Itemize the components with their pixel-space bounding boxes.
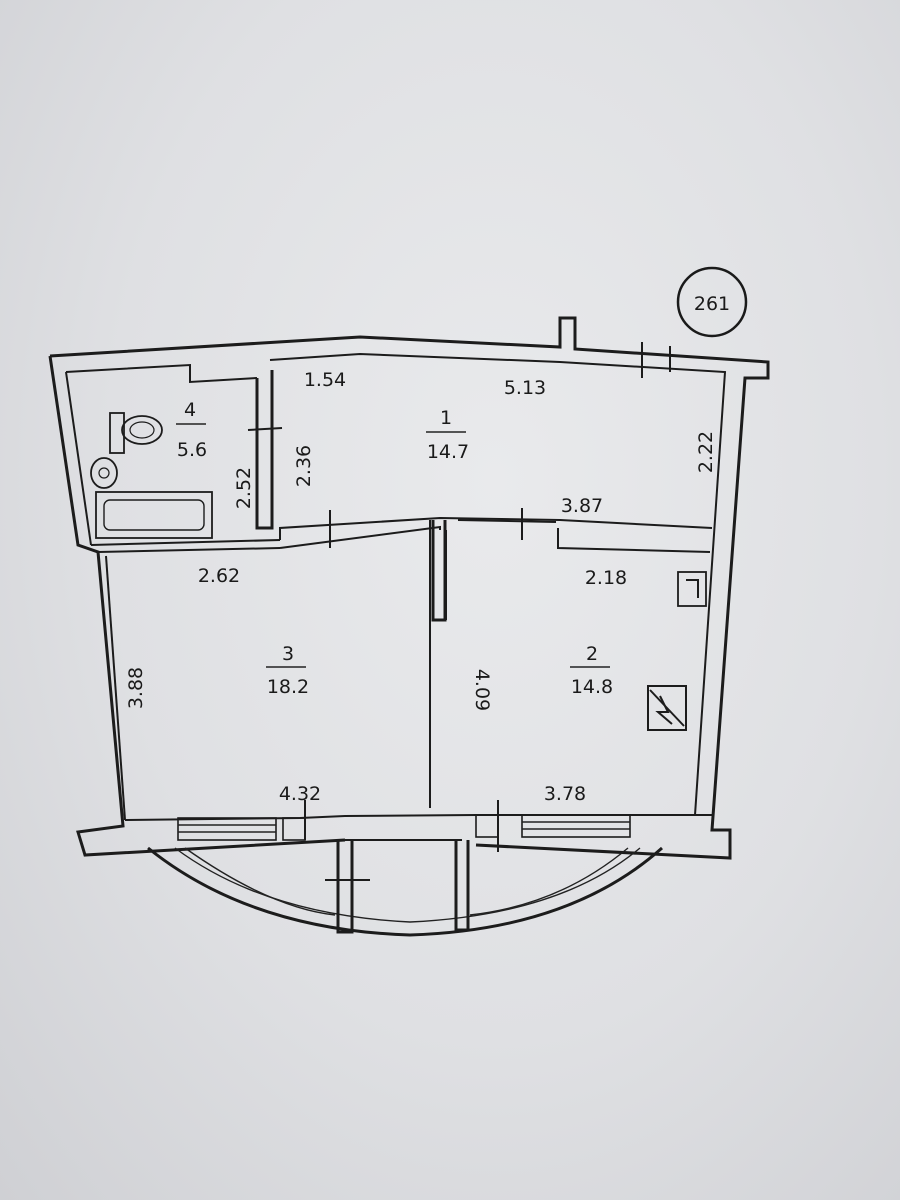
dimension-label: 2.36 xyxy=(293,445,315,487)
room-number: 3 xyxy=(282,643,294,665)
windows xyxy=(177,814,631,841)
dimension-label: 5.13 xyxy=(504,377,546,399)
exterior-walls xyxy=(48,316,770,860)
apartment-number-badge: 261 xyxy=(676,266,748,338)
room-area: 14.7 xyxy=(427,441,469,463)
sink-icon xyxy=(90,457,118,489)
dimension-label: 1.54 xyxy=(304,369,346,391)
dimension-label: 4.32 xyxy=(279,783,321,805)
room-area: 14.8 xyxy=(571,676,613,698)
dimension-label: 3.78 xyxy=(544,783,586,805)
dimension-labels: 1.54 5.13 3.87 2.62 2.18 4.32 3.78 2.22 … xyxy=(125,369,717,805)
room-4-label: 4 5.6 xyxy=(176,399,207,461)
ventilation-shaft-icon xyxy=(677,571,707,607)
balcony xyxy=(147,839,663,937)
dimension-label: 2.18 xyxy=(585,567,627,589)
interior-walls xyxy=(90,370,713,808)
room-number: 1 xyxy=(440,407,452,429)
room-area: 5.6 xyxy=(177,439,207,461)
bathtub-icon xyxy=(95,491,213,539)
electrical-panel-icon xyxy=(647,685,687,731)
room-3-label: 3 18.2 xyxy=(266,643,309,698)
dimension-label: 3.88 xyxy=(125,667,147,709)
dimension-label: 2.22 xyxy=(695,431,717,473)
dimension-label: 2.52 xyxy=(233,467,255,509)
room-area: 18.2 xyxy=(267,676,309,698)
toilet-icon xyxy=(109,412,163,454)
dimension-label: 4.09 xyxy=(471,669,493,711)
dimension-label: 3.87 xyxy=(561,495,603,517)
room-number: 4 xyxy=(184,399,196,421)
room-number: 2 xyxy=(586,643,598,665)
dimension-label: 2.62 xyxy=(198,565,240,587)
room-2-label: 2 14.8 xyxy=(570,643,613,698)
apartment-number: 261 xyxy=(694,293,730,315)
room-1-label: 1 14.7 xyxy=(426,407,469,463)
